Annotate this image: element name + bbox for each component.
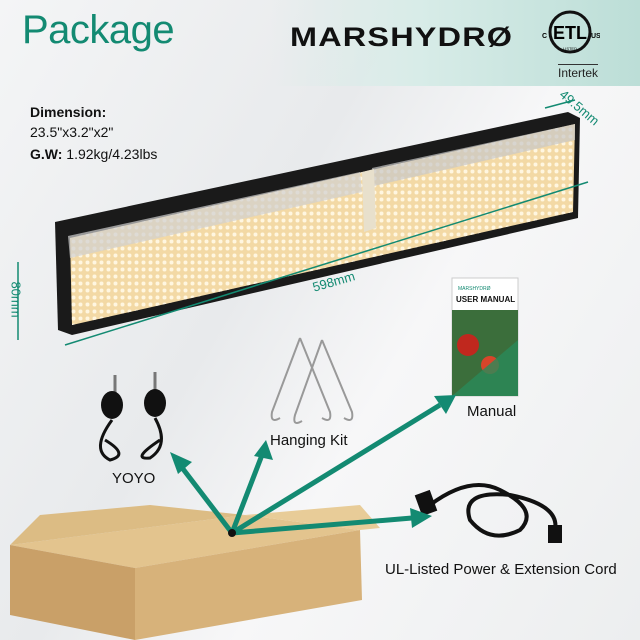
etl-listed: LISTED: [563, 46, 577, 51]
manual-title: USER MANUAL: [456, 295, 515, 304]
arrows: [170, 395, 456, 536]
user-manual-image: MARSHYDRØ USER MANUAL: [451, 277, 519, 397]
item-label-manual: Manual: [467, 403, 517, 420]
etl-certification-icon: ETL C US LISTED: [542, 10, 600, 54]
manual-brand: MARSHYDRØ: [458, 286, 491, 292]
etl-us: US: [591, 33, 600, 40]
height-measurement: 80mm: [8, 281, 24, 318]
gross-weight: G.W: 1.92kg/4.23lbs: [30, 146, 157, 162]
dimension-label: Dimension:: [30, 104, 107, 120]
yoyo-hanger-image: [99, 372, 166, 462]
item-label-power-cord: UL-Listed Power & Extension Cord: [385, 561, 617, 578]
intertek-label: Intertek: [558, 64, 599, 80]
brand-logo: MARSHYDRØ: [290, 22, 514, 52]
gw-value: 1.92kg/4.23lbs: [66, 146, 158, 162]
item-label-yoyo: YOYO: [112, 470, 156, 487]
power-cord-image: [414, 483, 562, 543]
grow-light-panel: [55, 112, 580, 335]
item-label-hanging-kit: Hanging Kit: [270, 432, 348, 449]
hanging-kit-image: [270, 337, 354, 424]
dimension-lines: [17, 99, 589, 346]
gw-label: G.W:: [30, 146, 63, 162]
etl-mark: ETL: [553, 23, 587, 43]
page-title: Package: [22, 8, 175, 52]
dimension-value: 23.5"x3.2"x2": [30, 124, 114, 140]
etl-c: C: [542, 33, 547, 40]
